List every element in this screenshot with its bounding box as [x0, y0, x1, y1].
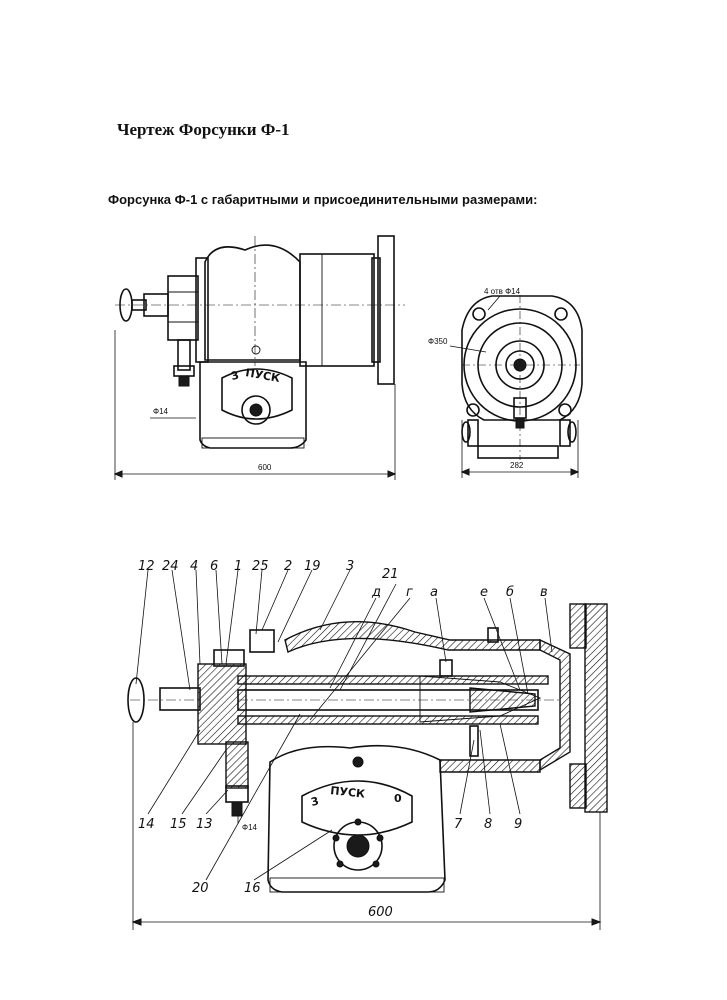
callout-24: 24 — [162, 559, 179, 574]
callout-v: в — [540, 585, 548, 600]
section-tube-lower — [237, 715, 539, 725]
callout-15: 15 — [170, 817, 187, 832]
side-view-valve — [241, 395, 271, 425]
callout-20: 20 — [192, 881, 209, 896]
section-base — [267, 744, 446, 893]
front-view: 4 отв Ф14 Ф350 282 — [428, 287, 583, 478]
front-view-diameter-label: Ф350 — [428, 337, 448, 346]
side-view-plate-text: ПУСК — [244, 366, 280, 385]
section-casing-bottom — [439, 759, 541, 773]
side-view-plate-number: 3 — [230, 369, 240, 383]
section-cone — [539, 638, 571, 772]
side-view-handwheel — [119, 288, 133, 322]
page-subtitle: Форсунка Ф-1 с габаритными и присоединит… — [108, 192, 538, 207]
side-view-cylinder — [299, 253, 375, 367]
section-flange — [584, 603, 608, 813]
section-casing-top — [284, 621, 541, 653]
section-overall-dim: 600 — [368, 905, 393, 920]
section-plate-trailing: 0 — [394, 792, 402, 805]
callout-13: 13 — [196, 817, 213, 832]
callout-b: б — [506, 585, 514, 600]
front-view-flange — [461, 295, 583, 421]
callout-8: 8 — [484, 817, 492, 832]
page-title: Чертеж Форсунки Ф-1 — [117, 120, 290, 139]
side-view-flange — [377, 235, 395, 385]
callout-g: г — [406, 585, 413, 600]
section-callouts: 12 24 4 6 1 25 2 19 3 д 21 г а е б в 14 … — [138, 559, 548, 896]
callout-1: 1 — [234, 559, 242, 574]
callout-d: д — [371, 585, 381, 600]
callout-2: 2 — [284, 559, 292, 574]
section-plate-text: ПУСК — [330, 784, 366, 801]
side-view: Ф14 3 ПУСК 600 — [113, 235, 405, 480]
callout-19: 19 — [304, 559, 321, 574]
callout-d14: Ф14 — [242, 823, 258, 832]
section-nozzle — [225, 741, 249, 789]
front-view-width-label: 282 — [510, 461, 524, 470]
callout-a: а — [430, 585, 438, 600]
callout-e: е — [480, 585, 488, 600]
section-plate-number: 3 — [310, 794, 321, 808]
section-view: 3 ПУСК 0 600 — [127, 569, 608, 930]
callout-3: 3 — [346, 559, 354, 574]
callout-9: 9 — [514, 817, 522, 832]
callout-21: 21 — [382, 567, 399, 582]
front-view-holes-label: 4 отв Ф14 — [484, 287, 521, 296]
callout-25: 25 — [252, 559, 269, 574]
side-view-plate — [221, 368, 293, 420]
section-front-body — [197, 663, 247, 745]
callout-14: 14 — [138, 817, 155, 832]
callout-6: 6 — [210, 559, 218, 574]
callout-7: 7 — [454, 817, 463, 832]
side-view-overall-dim: 600 — [258, 463, 272, 472]
callout-16: 16 — [244, 881, 261, 896]
side-view-housing — [204, 244, 301, 361]
callout-4: 4 — [190, 559, 198, 574]
callout-12: 12 — [138, 559, 155, 574]
side-view-nozzle-dim: Ф14 — [153, 407, 169, 416]
